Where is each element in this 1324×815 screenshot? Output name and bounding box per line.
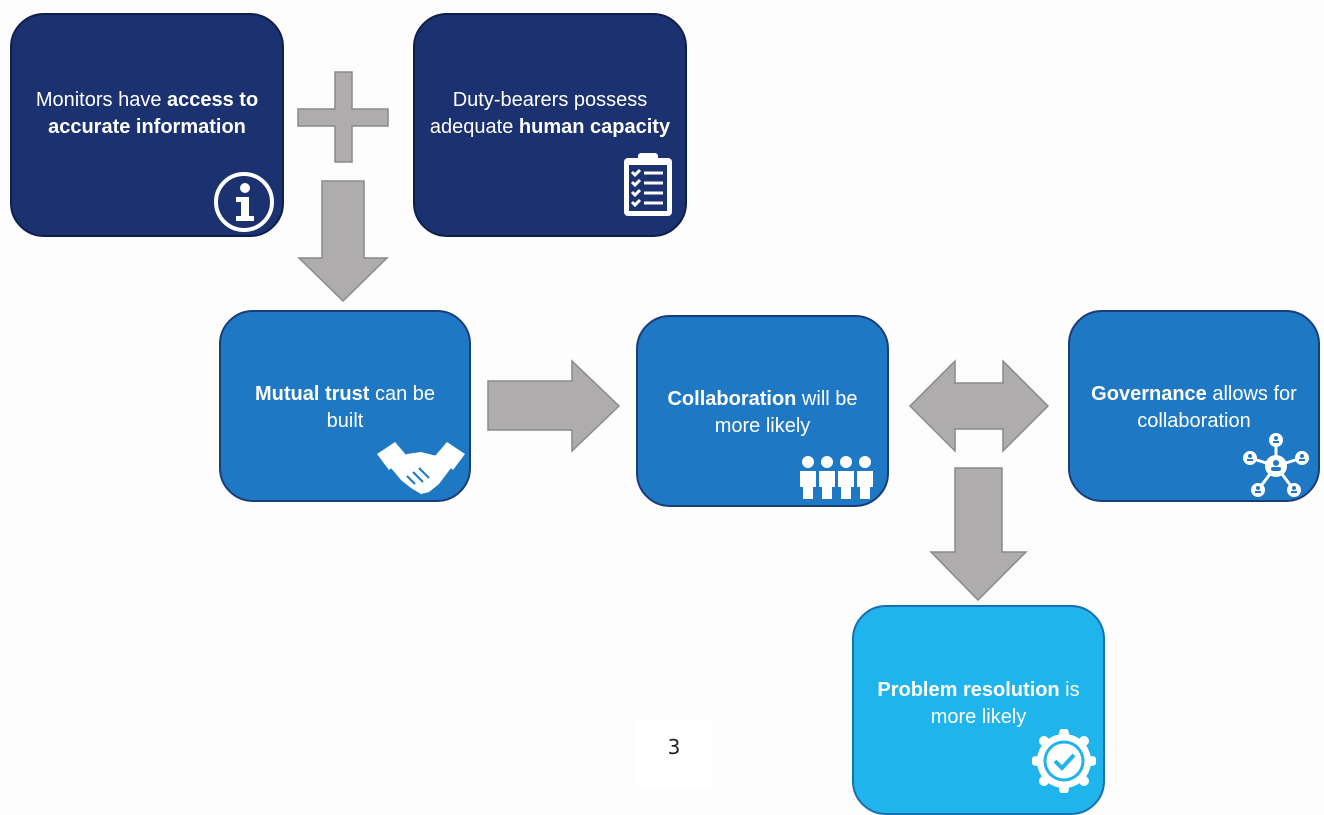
governance-text: Governance allows for collaboration: [1091, 383, 1297, 432]
problem-resolution-text: Problem resolution is more likely: [877, 679, 1080, 728]
page-number: 3: [636, 720, 712, 788]
handshake-icon: [377, 442, 465, 494]
network-icon: [1243, 433, 1309, 497]
plus-sign: [297, 71, 389, 163]
info-icon: [214, 172, 274, 232]
governance-box: Governance allows for collaboration: [1068, 310, 1320, 502]
monitors-text: Monitors have access to accurate informa…: [35, 89, 259, 138]
check-badge-icon: [1032, 729, 1096, 793]
monitors-box: Monitors have access to accurate informa…: [10, 13, 284, 237]
collaboration-text: Collaboration will be more likely: [667, 388, 858, 437]
problem-resolution-box: Problem resolution is more likely: [852, 605, 1105, 815]
arrow-double-collab-gov: [908, 359, 1050, 453]
arrow-right-to-collab: [487, 359, 621, 453]
group-people-icon: [800, 456, 873, 499]
clipboard-checklist-icon: [624, 153, 672, 216]
duty-bearers-text: Duty-bearers possess adequate human capa…: [429, 89, 671, 138]
arrow-down-to-trust: [297, 180, 389, 303]
mutual-trust-box: Mutual trust can be built: [219, 310, 471, 502]
duty-bearers-box: Duty-bearers possess adequate human capa…: [413, 13, 687, 237]
collaboration-box: Collaboration will be more likely: [636, 315, 889, 507]
mutual-trust-text: Mutual trust can be built: [254, 383, 436, 432]
arrow-down-to-problem: [929, 467, 1028, 602]
connectors: [297, 71, 1050, 602]
